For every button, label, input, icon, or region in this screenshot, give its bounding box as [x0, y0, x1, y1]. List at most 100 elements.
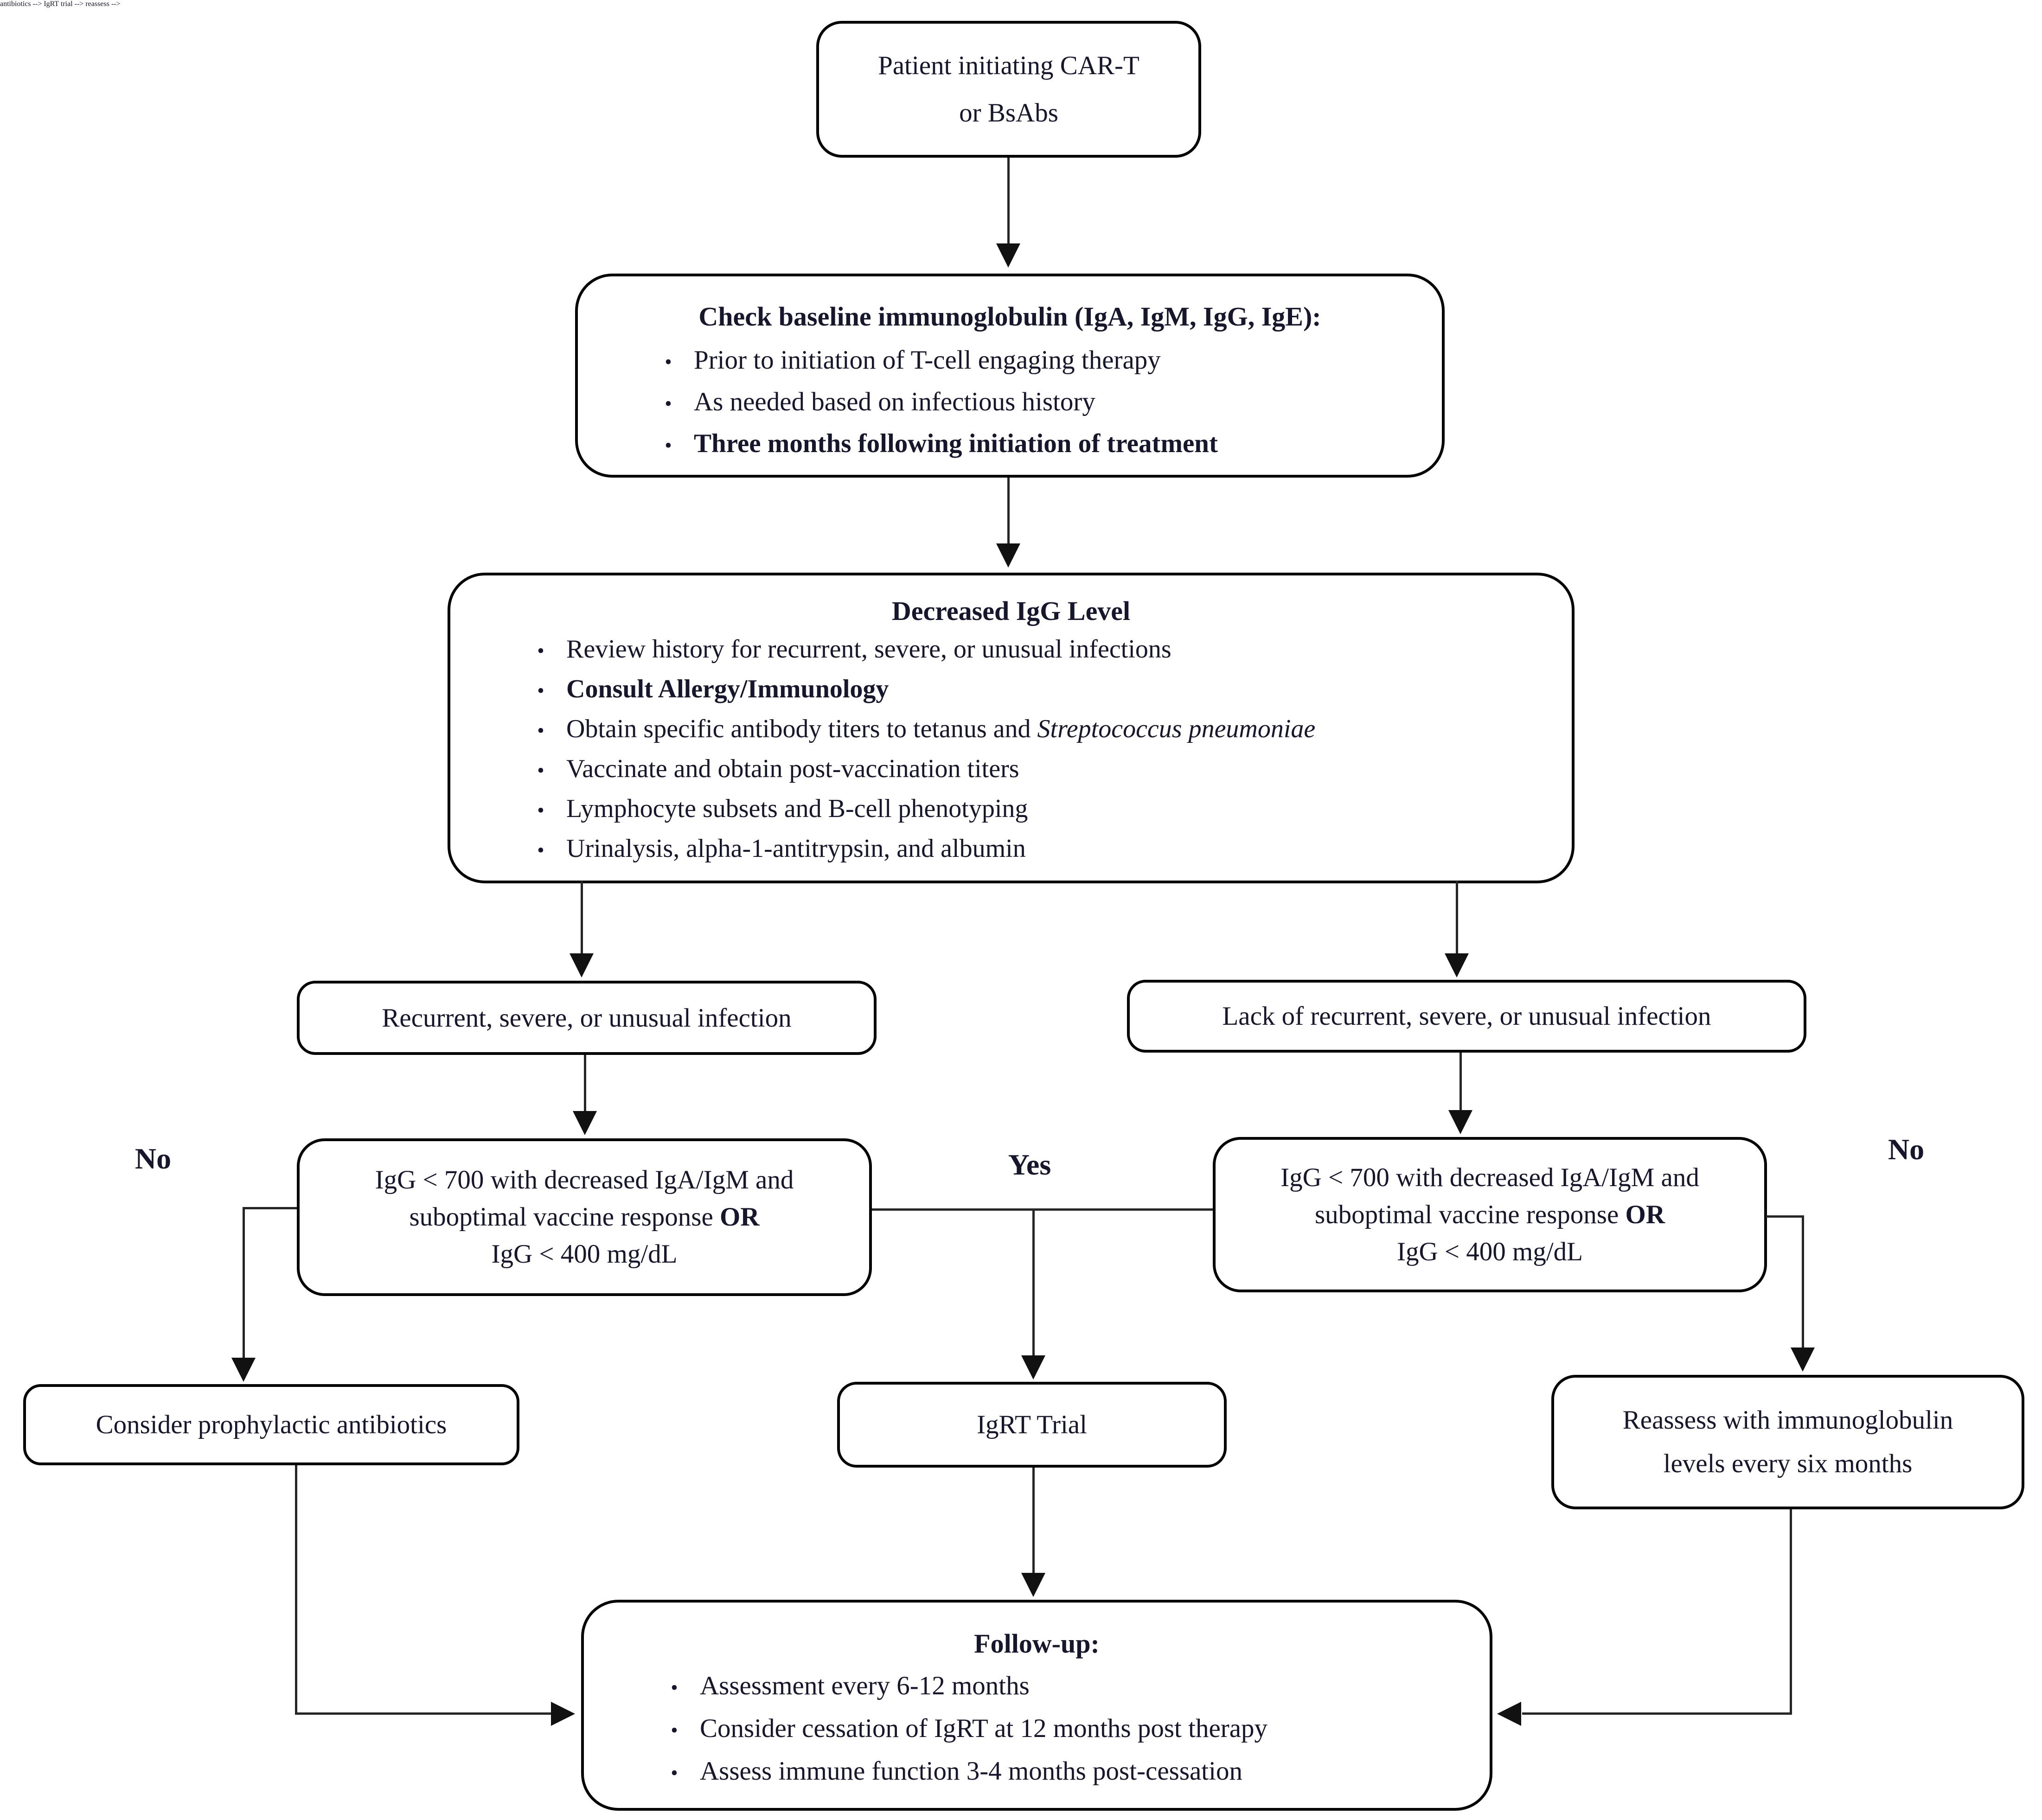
- connector-yes-vertical: [1032, 1208, 1035, 1358]
- node-decision-left-igg-criteria: IgG < 700 with decreased IgA/IgM and sub…: [297, 1138, 872, 1296]
- decision-left-line2-text: suboptimal vaccine response: [409, 1202, 720, 1232]
- arrowhead-left-icon: [1497, 1702, 1521, 1726]
- connector-reassess-horizontal: [1522, 1712, 1792, 1715]
- followup-title: Follow-up:: [974, 1628, 1100, 1659]
- list-item: • Three months following initiation of t…: [601, 424, 1419, 466]
- node-lack-recurrent-infection: Lack of recurrent, severe, or unusual in…: [1127, 980, 1806, 1053]
- arrowhead-right-icon: [551, 1702, 575, 1726]
- baseline-bullet-1: Prior to initiation of T-cell engaging t…: [694, 345, 1161, 375]
- decision-right-or: OR: [1625, 1200, 1665, 1229]
- igg-bullet-6: Urinalysis, alpha-1-antitrypsin, and alb…: [566, 834, 1026, 863]
- bullet-icon: •: [537, 679, 544, 702]
- followup-bullet-1: Assessment every 6-12 months: [700, 1671, 1030, 1700]
- node-prophylactic-antibiotics: Consider prophylactic antibiotics: [23, 1384, 519, 1465]
- igg-bullet-2: Consult Allergy/Immunology: [566, 675, 889, 703]
- baseline-title: Check baseline immunoglobulin (IgA, IgM,…: [698, 301, 1321, 332]
- reassess-line1: Reassess with immunoglobulin: [1622, 1405, 1953, 1435]
- arrowhead-down-icon: [573, 1111, 597, 1135]
- igg-bullet-3-species: Streptococcus pneumoniae: [1037, 715, 1316, 743]
- antibiotics-text: Consider prophylactic antibiotics: [96, 1410, 447, 1439]
- baseline-bullet-2: As needed based on infectious history: [694, 387, 1095, 416]
- bullet-icon: •: [537, 639, 544, 662]
- bullet-icon: •: [537, 839, 544, 862]
- node-followup: Follow-up: • Assessment every 6-12 month…: [581, 1600, 1492, 1811]
- followup-bullet-3: Assess immune function 3-4 months post-c…: [700, 1756, 1242, 1786]
- bullet-icon: •: [671, 1676, 678, 1699]
- node-reassess-immunoglobulin: Reassess with immunoglobulin levels ever…: [1551, 1375, 2024, 1509]
- decision-left-line3: IgG < 400 mg/dL: [491, 1239, 678, 1269]
- bullet-icon: •: [537, 719, 544, 742]
- start-line1: Patient initiating CAR-T: [878, 51, 1139, 80]
- branch-left-text: Recurrent, severe, or unusual infection: [382, 1003, 792, 1033]
- arrowhead-down-icon: [1021, 1355, 1045, 1379]
- list-item: • Consider cessation of IgRT at 12 month…: [602, 1708, 1471, 1751]
- node-igrt-trial: IgRT Trial: [837, 1382, 1227, 1468]
- reassess-line2: levels every six months: [1663, 1449, 1913, 1478]
- list-item: • Obtain specific antibody titers to tet…: [469, 710, 1553, 750]
- list-item: • Vaccinate and obtain post-vaccination …: [469, 750, 1553, 790]
- connector-igg-branch-left: [581, 881, 583, 955]
- arrowhead-down-icon: [1448, 1110, 1472, 1134]
- connector-start-baseline: [1007, 158, 1010, 246]
- arrowhead-down-icon: [996, 543, 1020, 568]
- decision-left-or: OR: [720, 1202, 760, 1232]
- decision-right-line3: IgG < 400 mg/dL: [1396, 1237, 1583, 1266]
- list-item: • As needed based on infectious history: [601, 382, 1419, 424]
- arrowhead-down-icon: [231, 1358, 256, 1382]
- list-item: • Assess immune function 3-4 months post…: [602, 1751, 1471, 1794]
- igg-bullet-3-text: Obtain specific antibody titers to tetan…: [566, 715, 1037, 743]
- decision-right-line1: IgG < 700 with decreased IgA/IgM and: [1280, 1162, 1699, 1192]
- label-yes: Yes: [1008, 1148, 1051, 1181]
- igrt-text: IgRT Trial: [977, 1410, 1087, 1439]
- list-item: • Consult Allergy/Immunology: [469, 670, 1553, 710]
- igg-bullet-3: Obtain specific antibody titers to tetan…: [566, 710, 1315, 748]
- list-item: • Review history for recurrent, severe, …: [469, 630, 1553, 670]
- baseline-bullet-3: Three months following initiation of tre…: [694, 429, 1218, 458]
- decision-right-line2: suboptimal vaccine response OR: [1315, 1196, 1665, 1233]
- arrowhead-down-icon: [1445, 953, 1469, 977]
- list-item: • Prior to initiation of T-cell engaging…: [601, 340, 1419, 382]
- connector-antibiotics-down: [295, 1465, 297, 1714]
- branch-right-text: Lack of recurrent, severe, or unusual in…: [1222, 1002, 1711, 1031]
- connector-antibiotics-horizontal: [295, 1712, 552, 1715]
- list-item: • Lymphocyte subsets and B-cell phenotyp…: [469, 790, 1553, 830]
- bullet-icon: •: [665, 434, 672, 457]
- followup-bullet-2: Consider cessation of IgRT at 12 months …: [700, 1714, 1268, 1743]
- connector-no-right-vertical: [1802, 1215, 1804, 1350]
- label-no-right: No: [1888, 1133, 1925, 1166]
- bullet-icon: •: [671, 1719, 678, 1742]
- connector-igrt-followup: [1032, 1468, 1035, 1575]
- igg-bullet-1: Review history for recurrent, severe, or…: [566, 635, 1171, 664]
- bullet-icon: •: [665, 392, 672, 415]
- igg-bullet-5: Lymphocyte subsets and B-cell phenotypin…: [566, 794, 1028, 823]
- start-line2: or BsAbs: [959, 98, 1058, 128]
- decision-left-line1: IgG < 700 with decreased IgA/IgM and: [375, 1165, 794, 1194]
- node-check-baseline-immunoglobulin: Check baseline immunoglobulin (IgA, IgM,…: [575, 274, 1445, 478]
- decision-right-line2-text: suboptimal vaccine response: [1314, 1200, 1626, 1229]
- bullet-icon: •: [665, 351, 672, 373]
- arrowhead-down-icon: [570, 953, 594, 977]
- connector-yes-horizontal: [872, 1208, 1213, 1211]
- connector-igg-branch-right: [1456, 881, 1458, 955]
- igg-title: Decreased IgG Level: [891, 596, 1131, 626]
- list-item: • Urinalysis, alpha-1-antitrypsin, and a…: [469, 830, 1553, 869]
- node-decision-right-igg-criteria: IgG < 700 with decreased IgA/IgM and sub…: [1213, 1137, 1767, 1292]
- label-no-left: No: [134, 1142, 172, 1175]
- node-patient-initiating: Patient initiating CAR-T or BsAbs: [816, 21, 1201, 158]
- node-decreased-igg-level: Decreased IgG Level • Review history for…: [448, 573, 1575, 883]
- arrowhead-down-icon: [1021, 1573, 1045, 1597]
- connector-no-left-vertical: [243, 1207, 245, 1360]
- list-item: • Assessment every 6-12 months: [602, 1666, 1471, 1708]
- connector-baseline-igg: [1007, 478, 1010, 546]
- node-recurrent-infection: Recurrent, severe, or unusual infection: [297, 981, 877, 1055]
- connector-branch-decision-right: [1459, 1053, 1462, 1112]
- connector-reassess-down: [1790, 1509, 1792, 1714]
- connector-no-left-horizontal: [243, 1207, 297, 1209]
- igg-bullet-4: Vaccinate and obtain post-vaccination ti…: [566, 754, 1019, 783]
- arrowhead-down-icon: [1791, 1347, 1815, 1372]
- connector-branch-decision-left: [584, 1055, 586, 1113]
- bullet-icon: •: [537, 759, 544, 782]
- arrowhead-down-icon: [996, 243, 1020, 268]
- bullet-icon: •: [537, 799, 544, 822]
